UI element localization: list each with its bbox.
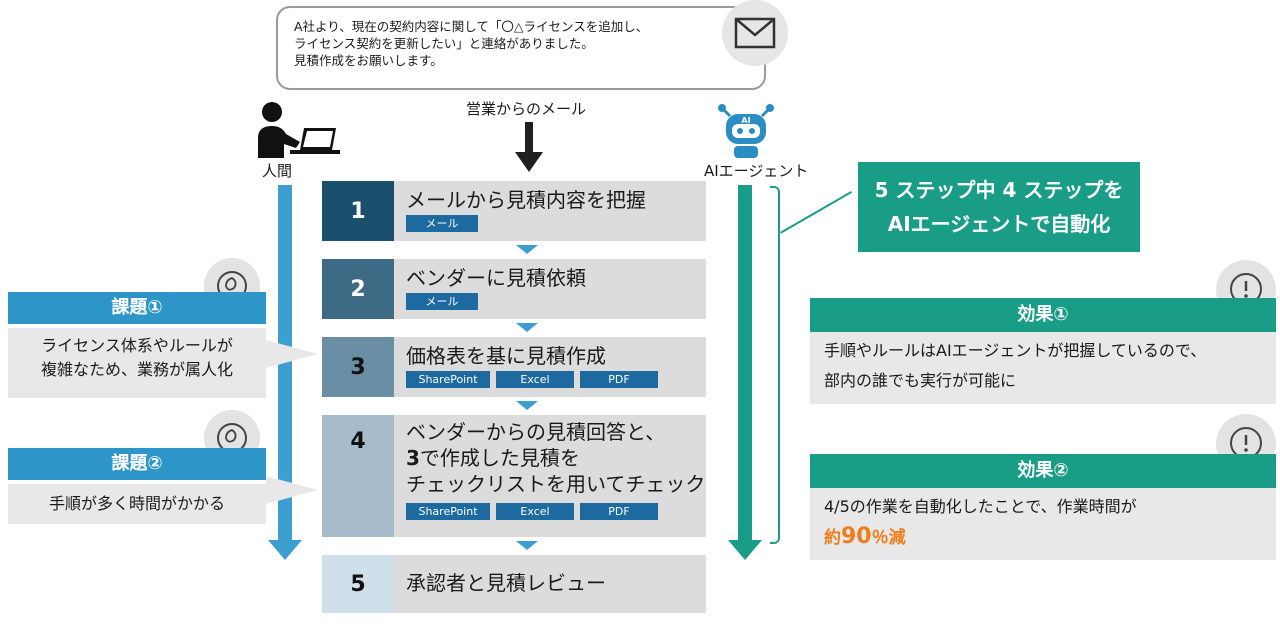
issue-2-pointer <box>266 476 318 504</box>
issue-2-line-1: 手順が多く時間がかかる <box>48 494 225 513</box>
step-number: 3 <box>322 337 394 397</box>
step-connector <box>516 541 538 550</box>
effect-2-line-1: 4/5の作業を自動化したことで、作業時間が <box>824 497 1137 516</box>
step-connector <box>516 323 538 332</box>
step-number: 4 <box>322 415 394 537</box>
highlight-suffix: ％減 <box>871 528 906 548</box>
step-title: ベンダーに見積依頼 <box>406 266 586 290</box>
effect-2-highlight: 約90％減 <box>824 522 1262 553</box>
issue-1-body: ライセンス体系やルールが 複雑なため、業務が属人化 <box>8 328 266 398</box>
step-2: 2 ベンダーに見積依頼 メール <box>322 259 706 319</box>
step-1: 1 メールから見積内容を把握 メール <box>322 181 706 241</box>
tag-pdf: PDF <box>580 503 658 520</box>
effect-1-line-1: 手順やルールはAIエージェントが把握しているので、 <box>824 341 1207 360</box>
email-arrow <box>525 122 533 156</box>
robot-badge: AI <box>741 116 750 125</box>
ai-label: AIエージェント <box>704 162 809 180</box>
effect-2-title: 効果② <box>810 454 1276 488</box>
step-3: 3 価格表を基に見積作成 SharePoint Excel PDF <box>322 337 706 397</box>
email-line-1: A社より、現在の契約内容に関して「〇△ライセンスを追加し、 <box>294 19 649 34</box>
email-line-2: ライセンス契約を更新したい」と連絡がありました。 <box>294 36 594 51</box>
step-ref-number: 3 <box>406 446 420 470</box>
human-label: 人間 <box>262 162 293 180</box>
ai-bracket <box>770 186 780 544</box>
tag-pdf: PDF <box>580 371 658 388</box>
step-title: 承認者と見積レビュー <box>406 571 606 595</box>
step-title-line-3: チェックリストを用いてチェック <box>406 472 706 496</box>
issue-1-line-1: ライセンス体系やルールが <box>41 336 233 355</box>
issue-1-pointer <box>266 340 318 368</box>
ai-lane-arrowhead <box>728 540 762 560</box>
mail-circle <box>722 0 788 66</box>
step-number: 5 <box>322 555 394 613</box>
issue-2-title: 課題② <box>8 448 266 480</box>
effect-1-title: 効果① <box>810 298 1276 332</box>
email-bubble: A社より、現在の契約内容に関して「〇△ライセンスを追加し、 ライセンス契約を更新… <box>276 6 766 90</box>
highlight-value: 90 <box>841 524 872 549</box>
human-lane-arrowhead <box>268 540 302 560</box>
tag-mail: メール <box>406 215 478 232</box>
tag-sharepoint: SharePoint <box>406 371 490 388</box>
issue-1-title: 課題① <box>8 292 266 324</box>
step-title-line-1: ベンダーからの見積回答と、 <box>406 420 666 444</box>
tag-excel: Excel <box>496 503 574 520</box>
step-connector <box>516 245 538 254</box>
robot-icon: AI <box>718 104 774 158</box>
step-4: 4 ベンダーからの見積回答と、 3で作成した見積を チェックリストを用いてチェッ… <box>322 415 706 537</box>
step-title-line-2: で作成した見積を <box>419 446 580 470</box>
tag-excel: Excel <box>496 371 574 388</box>
summary-line-2: AIエージェントで自動化 <box>887 212 1111 236</box>
step-connector <box>516 401 538 410</box>
highlight-prefix: 約 <box>824 528 841 548</box>
effect-1-line-2: 部内の誰でも実行が可能に <box>824 371 1017 390</box>
step-5: 5 承認者と見積レビュー <box>322 555 706 613</box>
person-laptop-icon <box>258 102 340 158</box>
ai-lane <box>738 185 752 545</box>
email-line-3: 見積作成をお願いします。 <box>294 53 443 68</box>
tag-mail: メール <box>406 293 478 310</box>
summary-box: 5 ステップ中 4 ステップを AIエージェントで自動化 <box>858 162 1140 252</box>
effect-2-body: 4/5の作業を自動化したことで、作業時間が 約90％減 <box>810 488 1276 560</box>
issue-1-line-2: 複雑なため、業務が属人化 <box>40 360 233 379</box>
step-title: 価格表を基に見積作成 <box>406 344 606 368</box>
issue-2-body: 手順が多く時間がかかる <box>8 484 266 524</box>
step-number: 1 <box>322 181 394 241</box>
effect-1-body: 手順やルールはAIエージェントが把握しているので、 部内の誰でも実行が可能に <box>810 332 1276 404</box>
bracket-connector <box>780 191 853 234</box>
email-label: 営業からのメール <box>466 100 587 118</box>
envelope-icon <box>734 17 776 49</box>
step-number: 2 <box>322 259 394 319</box>
step-title: メールから見積内容を把握 <box>406 188 646 212</box>
email-arrow-head <box>515 152 543 172</box>
summary-line-1: 5 ステップ中 4 ステップを <box>874 178 1124 202</box>
tag-sharepoint: SharePoint <box>406 503 490 520</box>
